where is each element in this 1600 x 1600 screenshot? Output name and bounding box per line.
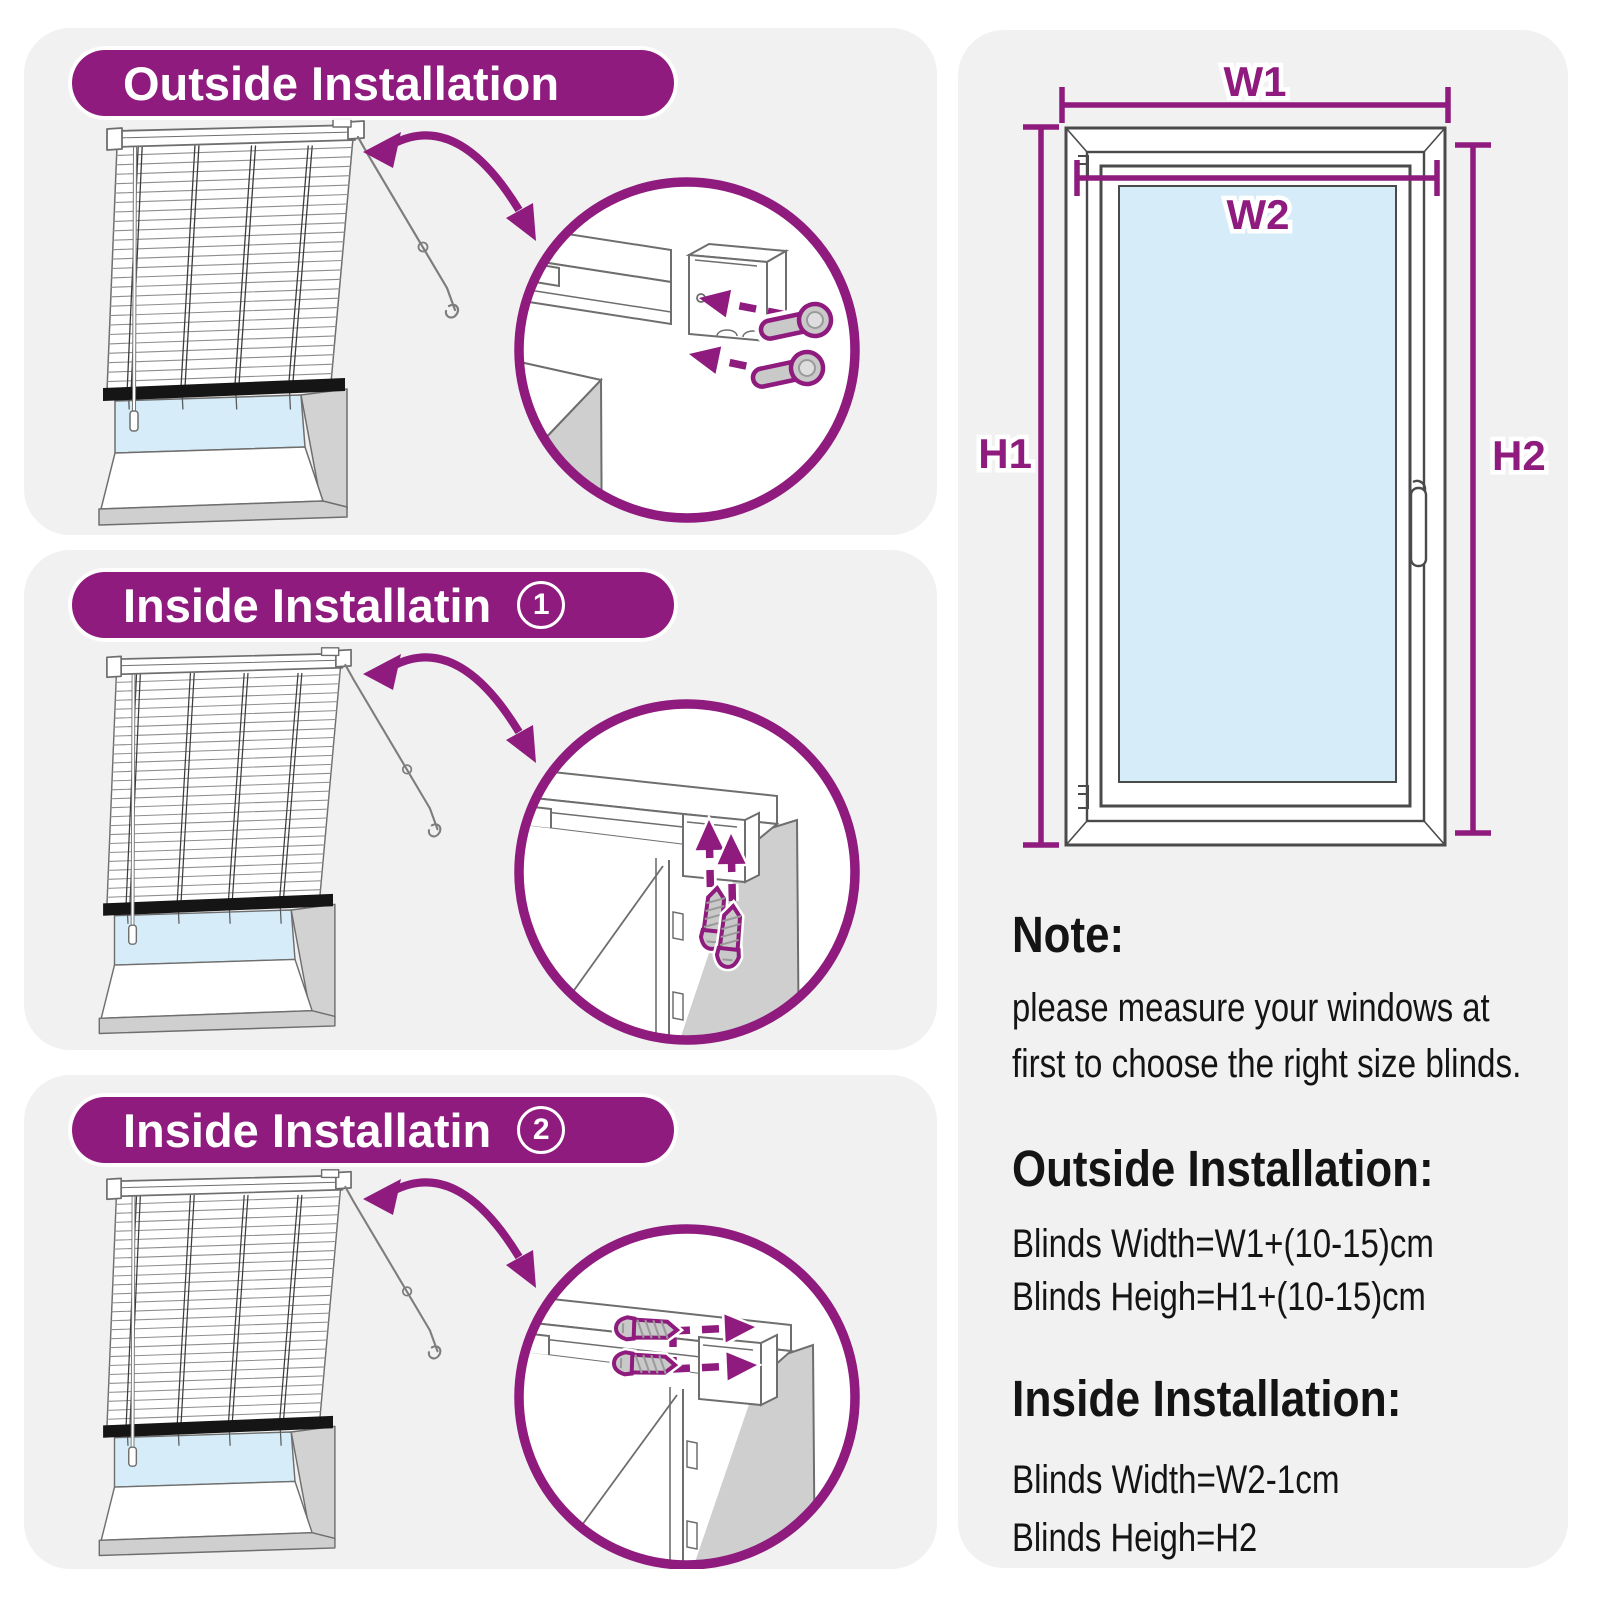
svg-text:W2: W2 [1227, 191, 1290, 238]
svg-text:H2: H2 [1492, 432, 1546, 479]
svg-text:H1: H1 [978, 430, 1032, 477]
svg-text:W1: W1 [1224, 58, 1287, 105]
